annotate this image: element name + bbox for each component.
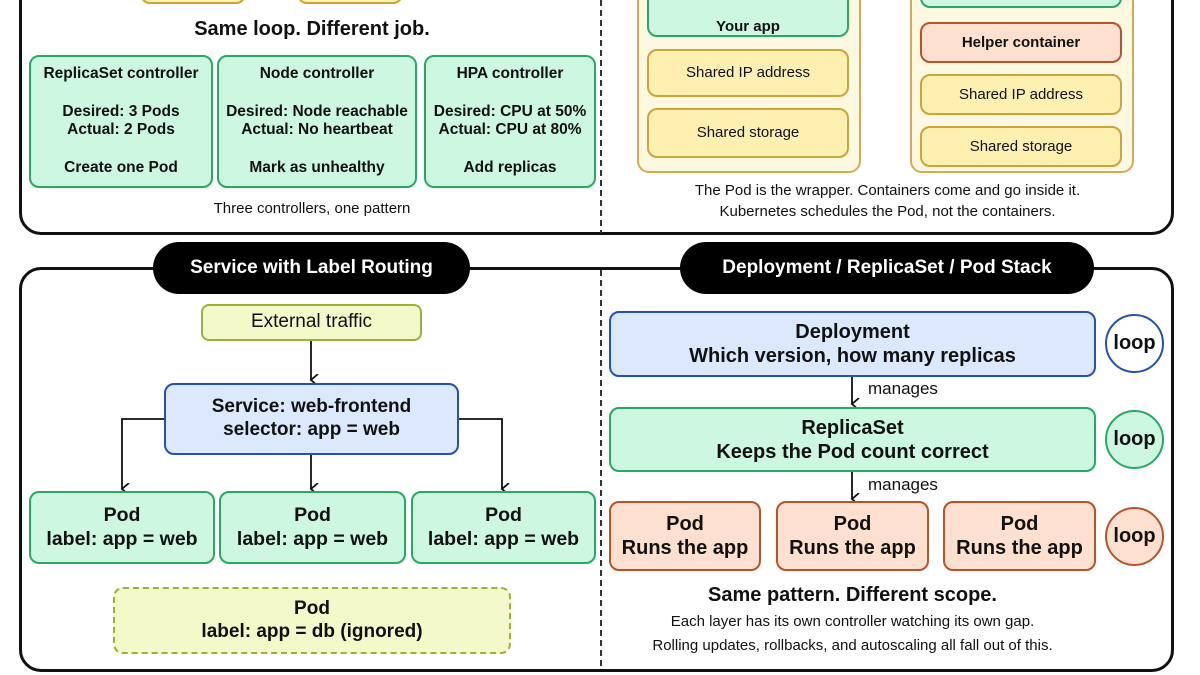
pod-web: Pod label: app = web (219, 491, 406, 564)
pod-label: label: app = web (236, 527, 389, 550)
pod-caption-2: Kubernetes schedules the Pod, not the co… (719, 203, 1056, 220)
controller-node: Node controller Desired: Node reachable … (217, 55, 417, 188)
pod-caption-1: The Pod is the wrapper. Containers come … (694, 182, 1081, 199)
service-selector: selector: app = web (223, 419, 400, 440)
manages-label: manages (868, 379, 938, 398)
controller-title: Node controller (259, 65, 375, 82)
controller-action: Create one Pod (64, 158, 178, 176)
controller-replicaset: ReplicaSet controller Desired: 3 Pods Ac… (29, 55, 213, 188)
external-traffic: External traffic (201, 304, 422, 341)
pod-name: Pod (1000, 513, 1039, 535)
arrow (122, 418, 164, 489)
controller-action: Mark as unhealthy (249, 158, 385, 176)
stack-pod: Pod Runs the app (776, 501, 929, 571)
pod-ignored: Pod label: app = db (ignored) (113, 587, 511, 654)
deployment-desc: Which version, how many replicas (689, 345, 1016, 367)
stack-pod: Pod Runs the app (609, 501, 761, 571)
shared-ip-box: Shared IP address (920, 74, 1122, 115)
service-name: Service: web-frontend (211, 396, 412, 418)
controller-actual: Actual: 2 Pods (67, 121, 175, 139)
stack-caption-1: Each layer has its own controller watchi… (670, 613, 1035, 630)
manages-label: manages (868, 475, 938, 494)
shared-ip-box: Shared IP address (647, 49, 849, 97)
pod-name: Pod (103, 504, 141, 527)
replicaset-name: ReplicaSet (801, 416, 904, 439)
helper-container: Helper container (920, 22, 1122, 63)
controller-action: Add replicas (463, 158, 557, 176)
stack-section-title: Deployment / ReplicaSet / Pod Stack (680, 242, 1094, 294)
service-box: Service: web-frontend selector: app = we… (164, 383, 459, 455)
controller-desired: Desired: Node reachable (226, 102, 408, 120)
container-label: Your app (716, 17, 780, 35)
shared-storage-box: Shared storage (647, 108, 849, 158)
controller-title: ReplicaSet controller (43, 65, 199, 82)
pod-name: Pod (294, 504, 331, 527)
pod-desc: Runs the app (956, 537, 1083, 559)
controller-desired: Desired: CPU at 50% (433, 102, 587, 120)
stack-caption-2: Rolling updates, rollbacks, and autoscal… (652, 637, 1053, 654)
your-app-container: Your app (647, 0, 849, 37)
pod-desc: Runs the app (621, 537, 749, 559)
stack-pod: Pod Runs the app (943, 501, 1096, 571)
controller-title: HPA controller (456, 65, 564, 82)
pod-web: Pod label: app = web (411, 491, 596, 564)
service-section-title: Service with Label Routing (153, 242, 470, 294)
pod-label: label: app = db (ignored) (201, 620, 423, 642)
pod-label: label: app = web (46, 527, 198, 550)
loop-badge: loop (1105, 314, 1164, 373)
pod-label: label: app = web (427, 527, 580, 550)
pod-name: Pod (666, 513, 704, 535)
replicaset-desc: Keeps the Pod count correct (716, 440, 989, 463)
deployment-name: Deployment (795, 321, 910, 343)
pod-name: Pod (485, 504, 522, 527)
controller-hpa: HPA controller Desired: CPU at 50% Actua… (424, 55, 596, 188)
controller-actual: Actual: No heartbeat (241, 121, 393, 139)
controller-desired: Desired: 3 Pods (62, 102, 180, 120)
deployment-box: Deployment Which version, how many repli… (609, 311, 1096, 377)
loop-badge: loop (1105, 410, 1164, 469)
loop-badge: loop (1105, 507, 1164, 566)
arrow (458, 418, 502, 489)
controllers-heading: Same loop. Different job. (194, 18, 430, 40)
replicaset-box: ReplicaSet Keeps the Pod count correct (609, 407, 1096, 472)
pod-name: Pod (294, 597, 330, 619)
pod-desc: Runs the app (789, 537, 916, 559)
controllers-caption: Three controllers, one pattern (213, 200, 411, 217)
pod-web: Pod label: app = web (29, 491, 215, 564)
pod-name: Pod (833, 513, 872, 535)
stack-heading: Same pattern. Different scope. (708, 584, 997, 606)
shared-storage-box: Shared storage (920, 126, 1122, 167)
controller-actual: Actual: CPU at 80% (438, 121, 582, 139)
